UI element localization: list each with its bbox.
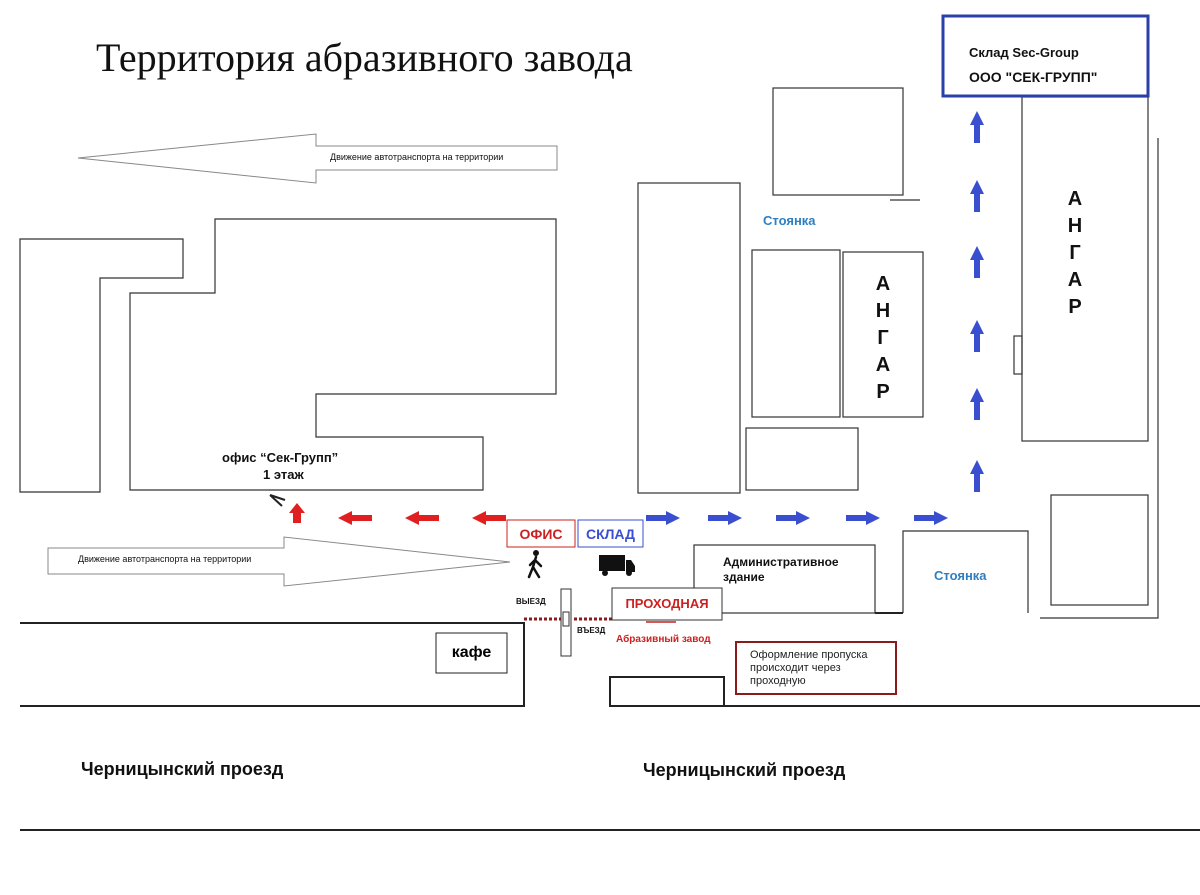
gate-barrier: [524, 588, 612, 657]
building-tall: [637, 182, 741, 494]
warehouse-name-line2: ООО "СЕК-ГРУПП": [969, 69, 1098, 85]
traffic-label-bottom: Движение автотранспорта на территории: [78, 554, 252, 564]
checkpoint-label: ПРОХОДНАЯ: [625, 595, 709, 611]
warehouse-frame: [941, 14, 1150, 98]
map-title: Территория абразивного завода: [96, 35, 633, 80]
traffic-arrow-bottom: [47, 536, 511, 587]
building-top: [772, 87, 904, 196]
admin-building: [693, 544, 876, 614]
road-edge-right: [609, 676, 725, 707]
building-low: [745, 427, 859, 491]
office-sign-box: [506, 519, 576, 548]
road-edge-left: [20, 622, 525, 707]
arrow-up-red-icon: [289, 503, 305, 523]
right-boundary: [1040, 138, 1159, 619]
entry-label: ВЪЕЗД: [577, 626, 606, 635]
traffic-label-top: Движение автотранспорта на территории: [330, 152, 504, 162]
cafe-label: кафе: [451, 644, 492, 661]
parking-bottom-area: [902, 530, 1029, 613]
building-mid-left: [751, 249, 841, 418]
building-corner: [1050, 494, 1149, 606]
truck-icon: [599, 555, 635, 576]
street-label-left: Черницынский проезд: [81, 759, 284, 779]
hangar-center-label: А Н Г А Р: [875, 273, 891, 403]
building-office: [129, 218, 557, 491]
cafe-box: [435, 632, 508, 674]
building-left: [19, 238, 184, 493]
turn-mark: [269, 494, 286, 507]
warehouse-sign-box: [577, 519, 644, 548]
pedestrian-icon: [527, 550, 543, 579]
parking-label-bottom: Стоянка: [934, 568, 987, 583]
office-label-line1: офис “Сек-Групп”: [222, 450, 339, 465]
office-sign: ОФИС: [519, 525, 563, 542]
street-label-right: Черницынский проезд: [643, 760, 846, 780]
warehouse-sign: СКЛАД: [585, 525, 636, 542]
admin-building-label: Административное здание: [723, 555, 839, 584]
pass-note: Оформление пропуска происходит через про…: [750, 649, 868, 687]
hangar-right-label: А Н Г А Р: [1067, 188, 1083, 318]
hangar-center-building: [842, 251, 924, 418]
warehouse-name-line1: Склад Sec-Group: [969, 45, 1079, 60]
pass-note-box: [735, 641, 897, 695]
plant-name-label: Абразивный завод: [616, 634, 711, 645]
office-label-line2: 1 этаж: [263, 467, 304, 482]
traffic-arrow-top: [77, 133, 558, 184]
exit-label: ВЫЕЗД: [516, 597, 546, 606]
parking-label-top: Стоянка: [763, 213, 816, 228]
checkpoint-box: [611, 587, 723, 621]
